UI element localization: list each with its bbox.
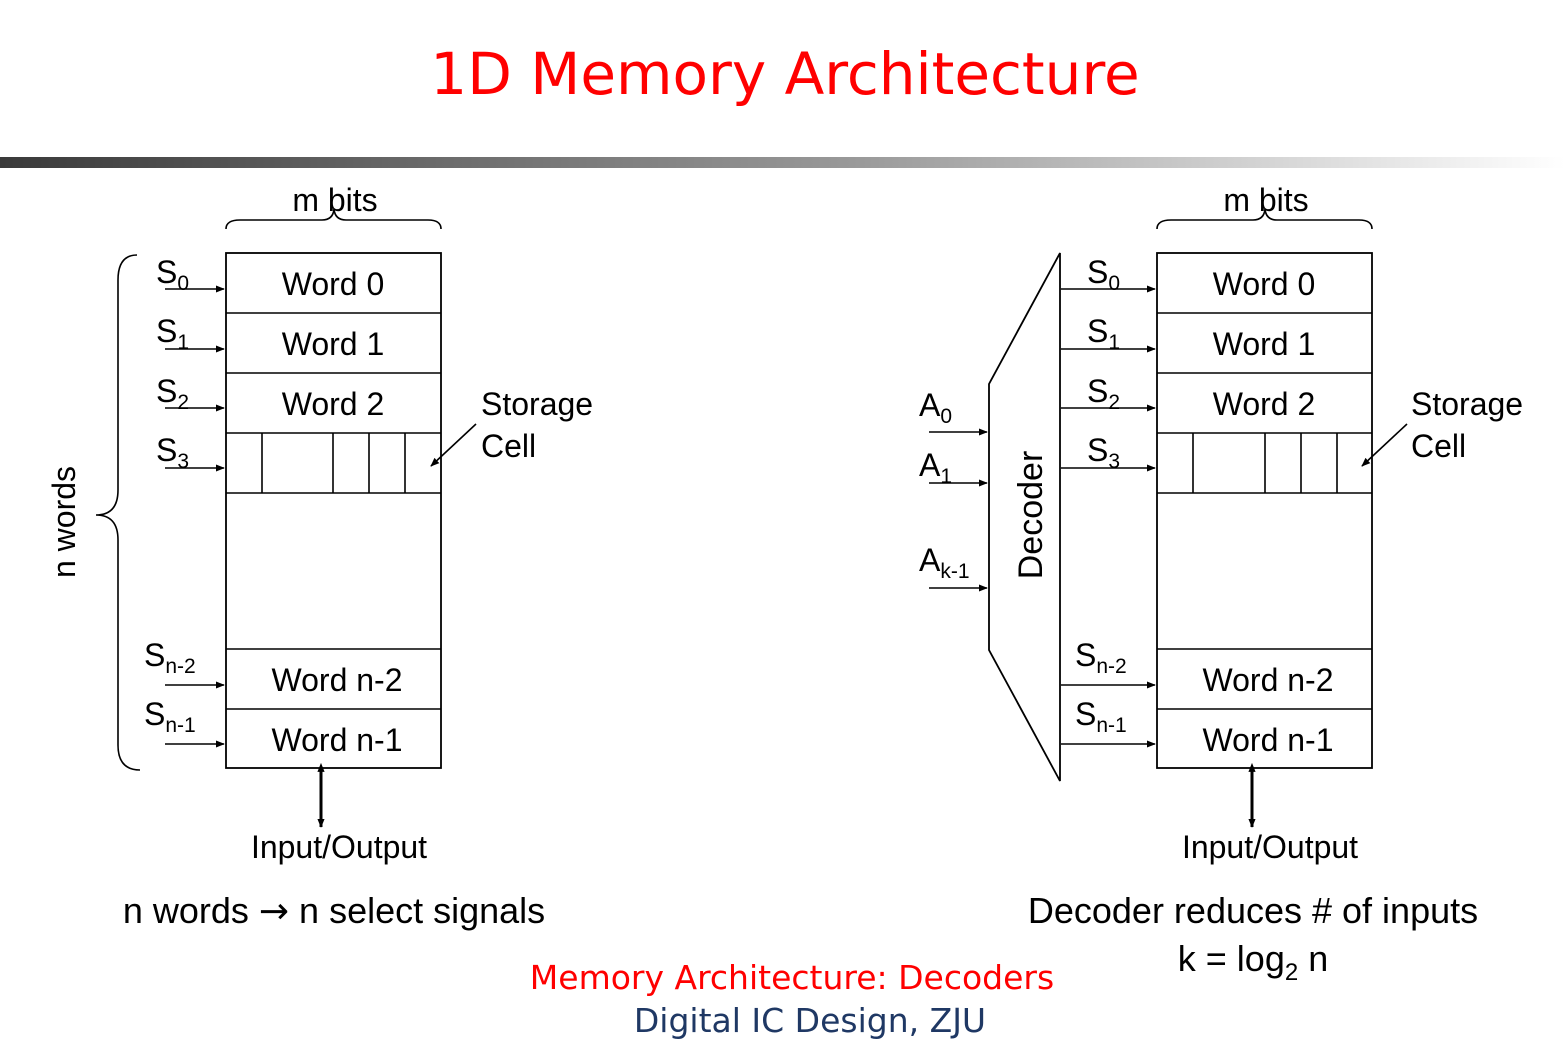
left-select-label: S3 <box>156 432 189 473</box>
left-height-brace <box>95 254 141 771</box>
left-select-label: S2 <box>156 373 189 414</box>
right-width-brace <box>1156 208 1373 230</box>
left-diagram: m bits n words Word 0 Word 1 Word 2 Word… <box>46 182 593 932</box>
right-storage-pointer <box>1361 423 1408 467</box>
right-formula: k = log2 n <box>1178 938 1328 986</box>
left-select-label: Sn-1 <box>144 696 196 737</box>
right-word-label: Word 1 <box>1213 326 1316 362</box>
decoder-label: Decoder <box>1012 451 1050 580</box>
right-word-label: Word 0 <box>1213 266 1316 302</box>
address-input-label: A0 <box>919 387 952 428</box>
left-word-label: Word 1 <box>282 326 385 362</box>
right-diagram: m bits Decoder A0 A1 Ak-1 Word 0 Word 1 … <box>919 182 1523 986</box>
left-select-label: S0 <box>156 254 189 295</box>
right-storage-label: Storage <box>1411 386 1523 422</box>
decoder-block <box>988 252 1061 782</box>
right-select-label: S0 <box>1087 254 1120 295</box>
title-rule <box>0 157 1565 168</box>
address-input-label: A1 <box>919 447 952 488</box>
right-width-label: m bits <box>1223 182 1308 218</box>
left-memory-array <box>225 252 442 769</box>
left-word-label: Word n-2 <box>271 662 402 698</box>
right-caption: Decoder reduces # of inputs <box>1028 890 1478 931</box>
right-io-label: Input/Output <box>1182 829 1358 865</box>
left-caption: n words → n select signals <box>123 890 545 932</box>
footer-topic: Memory Architecture: Decoders <box>530 958 1054 997</box>
left-word-label: Word 0 <box>282 266 385 302</box>
left-width-brace <box>225 208 442 230</box>
right-select-label: S2 <box>1087 373 1120 414</box>
right-storage-label: Cell <box>1411 428 1466 464</box>
footer-course: Digital IC Design, ZJU <box>634 1001 986 1040</box>
right-select-label: Sn-1 <box>1075 696 1127 737</box>
address-input-label: Ak-1 <box>919 542 970 583</box>
left-word-label: Word n-1 <box>271 722 402 758</box>
left-select-label: S1 <box>156 313 189 354</box>
left-width-label: m bits <box>292 182 377 218</box>
right-select-label: Sn-2 <box>1075 637 1127 678</box>
right-word-label: Word n-2 <box>1202 662 1333 698</box>
right-word-label: Word n-1 <box>1202 722 1333 758</box>
left-word-label: Word 2 <box>282 386 385 422</box>
slide-title: 1D Memory Architecture <box>430 40 1139 108</box>
left-select-label: Sn-2 <box>144 637 196 678</box>
left-height-label: n words <box>46 466 82 578</box>
left-storage-label: Cell <box>481 428 536 464</box>
left-storage-pointer <box>430 423 477 467</box>
right-word-label: Word 2 <box>1213 386 1316 422</box>
left-storage-label: Storage <box>481 386 593 422</box>
right-select-label: S1 <box>1087 313 1120 354</box>
right-memory-array <box>1156 252 1373 769</box>
left-io-label: Input/Output <box>251 829 427 865</box>
right-select-label: S3 <box>1087 432 1120 473</box>
